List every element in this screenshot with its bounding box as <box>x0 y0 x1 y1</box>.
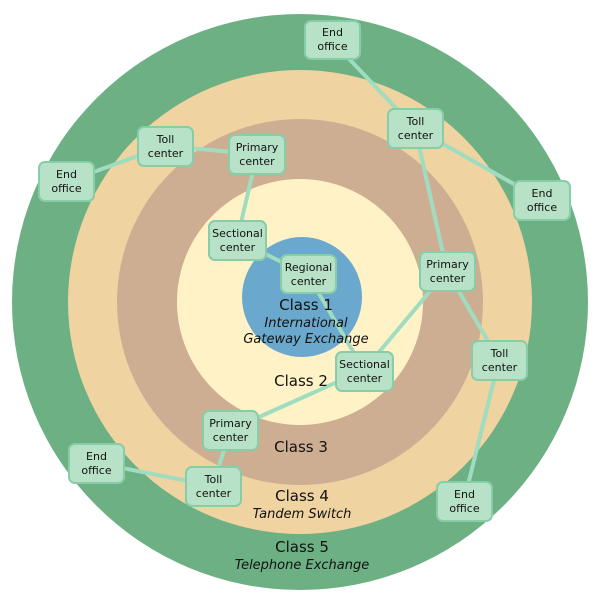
node-label-line1: Primary <box>209 417 252 430</box>
node-end-office: End office <box>436 481 493 522</box>
ring-labels: Class 1 International Gateway Exchange C… <box>235 296 370 573</box>
node-toll-center: Toll center <box>185 466 242 507</box>
link-line <box>462 358 501 503</box>
node-label-line2: office <box>527 201 557 214</box>
node-label-line2: office <box>317 40 347 53</box>
node-sectional-center: Sectional center <box>335 351 394 392</box>
class5-subtitle: Telephone Exchange <box>235 558 370 573</box>
node-label-line2: office <box>81 464 111 477</box>
node-end-office: End office <box>38 161 95 202</box>
node-label-line2: center <box>291 275 327 288</box>
node-label-line1: Toll <box>406 115 425 128</box>
node-label-line1: End <box>322 26 343 39</box>
class2-title: Class 2 <box>274 372 328 390</box>
node-label-line1: Toll <box>490 347 509 360</box>
node-label-line2: office <box>449 502 479 515</box>
node-label-line2: center <box>347 372 383 385</box>
node-label-line2: center <box>213 431 249 444</box>
node-label-line2: center <box>239 155 275 168</box>
class1-title: Class 1 <box>279 296 333 314</box>
node-label-line1: Regional <box>285 261 332 274</box>
node-label-line1: End <box>532 187 553 200</box>
node-end-office: End office <box>304 20 361 60</box>
node-end-office: End office <box>513 180 571 221</box>
node-primary-center: Primary center <box>228 134 286 175</box>
node-label-line2: office <box>51 182 81 195</box>
node-sectional-center: Sectional center <box>208 220 267 261</box>
class1-subtitle-line2: Gateway Exchange <box>243 332 368 347</box>
node-primary-center: Primary center <box>202 410 259 451</box>
node-regional-center: Regional center <box>280 254 337 294</box>
class1-subtitle-line1: International <box>264 316 348 331</box>
node-label-line1: Toll <box>204 473 223 486</box>
node-label-line2: center <box>398 129 434 142</box>
node-primary-center: Primary center <box>419 251 476 292</box>
node-end-office: End office <box>68 443 125 484</box>
node-label-line1: Primary <box>236 141 279 154</box>
class5-title: Class 5 <box>275 538 329 556</box>
node-label-line1: Toll <box>156 133 175 146</box>
node-label-line2: center <box>148 147 184 160</box>
node-label-line1: End <box>56 168 77 181</box>
node-toll-center: Toll center <box>137 126 194 167</box>
node-label-line1: End <box>86 450 107 463</box>
class3-title: Class 3 <box>274 438 328 456</box>
node-label-line1: Sectional <box>212 227 263 240</box>
node-label-line2: center <box>482 361 518 374</box>
class4-subtitle: Tandem Switch <box>253 507 352 522</box>
node-label-line1: End <box>454 488 475 501</box>
node-toll-center: Toll center <box>471 340 528 381</box>
class4-title: Class 4 <box>275 487 329 505</box>
node-label-line2: center <box>196 487 232 500</box>
node-label-line2: center <box>430 272 466 285</box>
node-label-line2: center <box>220 241 256 254</box>
link-line <box>413 126 449 273</box>
node-label-line1: Sectional <box>339 358 390 371</box>
node-toll-center: Toll center <box>387 108 444 149</box>
node-label-line1: Primary <box>426 258 469 271</box>
